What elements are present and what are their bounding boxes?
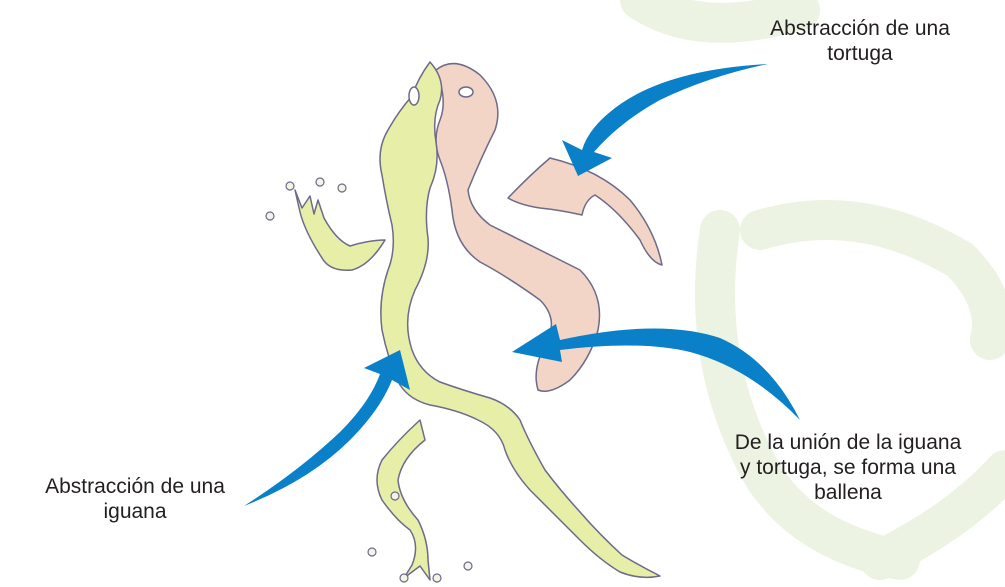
label-tortoise-line1: Abstracción de una [700,16,1005,41]
claw-dots [266,178,472,582]
label-iguana-line1: Abstracción de una [0,474,270,499]
label-union-line1: De la unión de la iguana [688,430,1005,455]
label-iguana-line2: iguana [0,499,270,524]
label-tortoise-abstraction: Abstracción de una tortuga [700,16,1005,66]
label-iguana-abstraction: Abstracción de una iguana [0,474,270,524]
arrow-tortuga [562,64,768,176]
label-tortoise-line2: tortuga [700,41,1005,66]
label-union-line3: ballena [688,480,1005,505]
label-union-whale: De la unión de la iguana y tortuga, se f… [688,430,1005,505]
label-union-line2: y tortuga, se forma una [688,455,1005,480]
